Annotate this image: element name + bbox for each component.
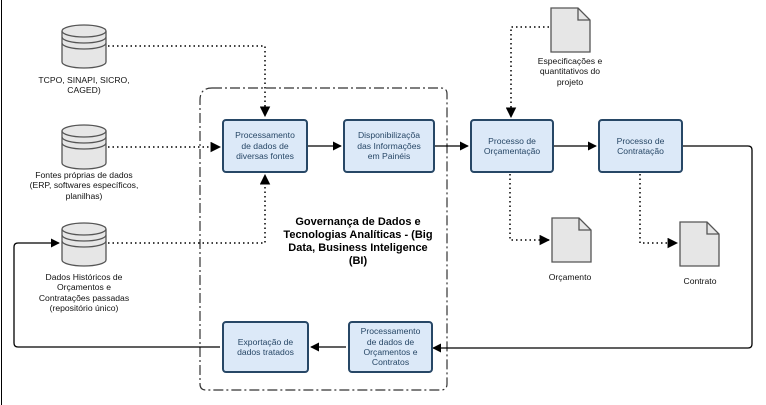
box-disponibilizacao-paineis[interactable]: Disponibilizaçõa das Informações em Pain… <box>343 119 435 173</box>
box-processamento-diversas-fontes[interactable]: Processamento de dados de diversas fonte… <box>222 119 308 173</box>
box-processo-orcamentacao[interactable]: Processo de Orçamentação <box>470 119 554 173</box>
document-contrato-label: Contrato <box>683 276 717 286</box>
box-processamento-orcamentos-contratos[interactable]: Processamento de dados de Orçamentos e C… <box>348 321 433 373</box>
connector-contratacao-to-contrato <box>639 174 679 249</box>
database-fontes-icon <box>61 124 107 170</box>
database-tcpo-label: TCPO, SINAPI, SICRO, CAGED) <box>38 75 130 96</box>
database-historicos-label: Dados Históricos de Orçamentos e Contrat… <box>38 272 130 314</box>
box-processo-contratacao[interactable]: Processo de Contratação <box>598 119 683 173</box>
document-orcamento-label: Orçamento <box>548 272 592 282</box>
box-exportacao-dados[interactable]: Exportação de dados tratados <box>222 321 309 373</box>
document-especificacoes-icon <box>550 7 591 53</box>
database-tcpo-icon <box>61 24 107 69</box>
database-historicos-icon <box>61 222 107 267</box>
connector-tcpo-to-processamento <box>108 45 271 118</box>
database-fontes-label: Fontes próprias de dados (ERP, softwares… <box>29 170 139 201</box>
governance-region <box>199 87 448 391</box>
connector-exportacao-to-historicos <box>13 238 220 348</box>
governance-title: Governança de Dados e Tecnologias Analít… <box>283 216 433 267</box>
connector-contratacao-to-processamento-orcamentos <box>432 145 753 353</box>
document-orcamento-icon <box>551 217 592 263</box>
document-contrato-icon <box>679 221 720 267</box>
connector-orcamentacao-to-orcamento <box>509 174 551 246</box>
document-especificacoes-label: Especificações e quantitativos do projet… <box>537 56 603 87</box>
